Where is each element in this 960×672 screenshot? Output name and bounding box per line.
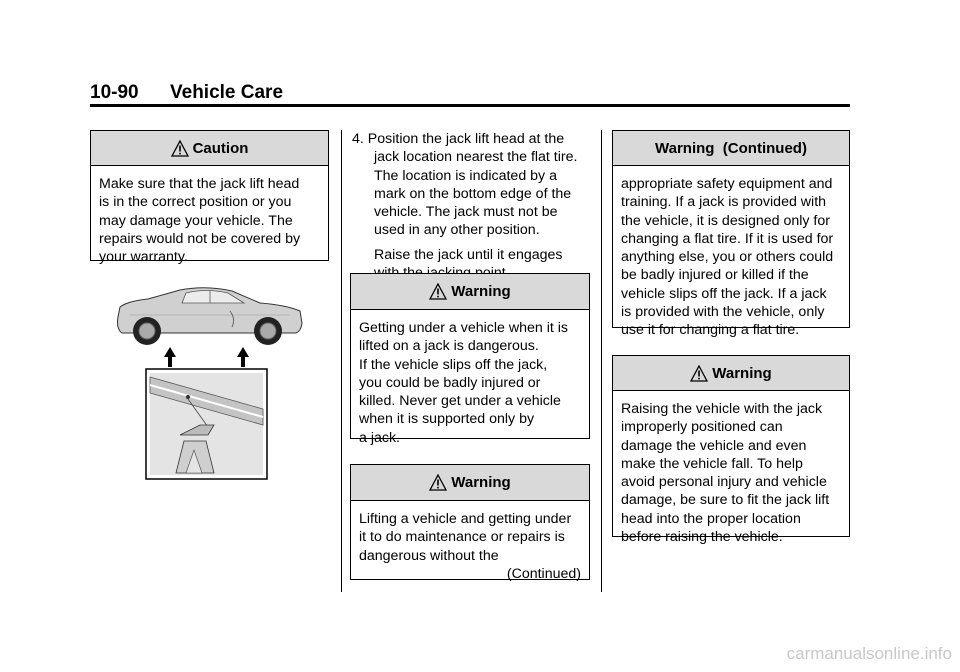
- jack-detail-inset: [145, 368, 268, 480]
- warning-triangle-icon: [429, 474, 448, 491]
- body-line: Getting under a vehicle when it is: [359, 320, 568, 336]
- column-divider-left: [341, 130, 342, 592]
- body-line: improperly positioned can: [621, 419, 783, 436]
- body-line: before raising the vehicle.: [621, 529, 783, 546]
- caution-box: Caution Make sure that the jack lift hea…: [90, 130, 329, 265]
- page-number: 10-90: [90, 82, 139, 103]
- continued-label: (Continued): [506, 565, 581, 582]
- warning-box: Warning Raising the vehicle with the jac…: [612, 355, 850, 545]
- body-line: make the vehicle fall. To help: [621, 455, 803, 472]
- body-line: avoid personal injury and vehicle: [621, 474, 827, 491]
- section-title: Vehicle Care: [170, 82, 284, 103]
- warning-box-header: Warning: [613, 356, 849, 391]
- body-line: dangerous without the: [359, 547, 499, 564]
- body-line: damage, be sure to fit the jack lift: [621, 492, 830, 509]
- body-line: changing a flat tire. If it is used for: [621, 230, 834, 247]
- warning-box-body: Lifting a vehicle and getting under it t…: [351, 501, 589, 589]
- body-line: appropriate safety equipment and: [621, 176, 833, 192]
- body-line: If the vehicle slips off the jack,: [359, 356, 548, 373]
- warning-continued-box: Warning (Continued) appropriate safety e…: [612, 130, 850, 338]
- body-line: head into the proper location: [621, 510, 801, 527]
- caution-box-header: Caution: [91, 131, 328, 166]
- body-line: damage the vehicle and even: [621, 437, 807, 454]
- column-divider-right: [601, 130, 602, 592]
- watermark: carmanualsonline.info: [786, 644, 952, 663]
- body-line: is in the correct position or you: [99, 194, 292, 211]
- body-line: is provided with the vehicle, only: [621, 304, 825, 321]
- caution-box-title: Caution: [192, 139, 249, 157]
- warning-triangle-icon: [429, 283, 448, 300]
- warning-box: Warning Lifting a vehicle and getting un…: [350, 464, 590, 582]
- body-line: repairs would not be covered by: [99, 230, 301, 247]
- header-rule: [90, 104, 850, 107]
- caution-box-body: Make sure that the jack lift head is in …: [91, 166, 328, 272]
- body-line: when it is supported only by: [359, 411, 535, 428]
- warning-box: Warning Getting under a vehicle when it …: [350, 273, 590, 446]
- jack-location-illustration: [117, 287, 303, 480]
- up-arrow-icon: [164, 347, 176, 367]
- warning-continued-body: appropriate safety equipment and trainin…: [613, 166, 849, 346]
- body-line: anything else, you or others could: [621, 249, 834, 266]
- body-line: Raising the vehicle with the jack: [621, 401, 823, 417]
- step-line: mark on the bottom edge of the: [374, 185, 572, 202]
- warning-triangle-icon: [170, 139, 189, 157]
- body-line: may damage your vehicle. The: [99, 212, 293, 229]
- warning-continued-title: Warning (Continued): [655, 139, 807, 157]
- step-line: The location is indicated by a: [374, 167, 557, 184]
- warning-box-body: Raising the vehicle with the jack improp…: [613, 391, 849, 552]
- body-line: killed. Never get under a vehicle: [359, 393, 561, 410]
- warning-box-header: Warning: [351, 274, 589, 310]
- page-header: 10-90 Vehicle Care: [90, 82, 850, 106]
- body-line: training. If a jack is provided with: [621, 194, 827, 211]
- body-line: be badly injured or killed if the: [621, 267, 809, 284]
- warning-box-title: Warning: [451, 474, 511, 491]
- body-line: lifted on a jack is dangerous.: [359, 338, 539, 355]
- body-line: vehicle slips off the jack. If a jack: [621, 285, 827, 302]
- body-line: you could be badly injured or: [359, 374, 541, 391]
- warning-box-title: Warning: [712, 364, 772, 382]
- up-arrow-icon: [237, 347, 249, 367]
- body-line: Lifting a vehicle and getting under: [359, 511, 572, 527]
- warning-triangle-icon: [690, 364, 709, 382]
- step-line: jack location nearest the flat tire.: [374, 149, 578, 166]
- warning-box-header: Warning: [351, 465, 589, 501]
- body-line: a jack.: [359, 429, 401, 446]
- car-side-view: [117, 287, 303, 345]
- body-line: use it for changing a flat tire.: [621, 322, 800, 339]
- step-line: Raise the jack until it engages: [374, 246, 563, 263]
- warning-box-body: Getting under a vehicle when it is lifte…: [351, 310, 589, 453]
- body-line: Make sure that the jack lift head: [99, 176, 300, 192]
- step-4: 4. Position the jack lift head at the ja…: [352, 130, 592, 282]
- step-line: vehicle. The jack must not be: [374, 204, 558, 221]
- step-line: 4. Position the jack lift head at the: [352, 131, 565, 147]
- body-line: the vehicle, it is designed only for: [621, 212, 830, 229]
- warning-box-title: Warning: [451, 283, 511, 300]
- warning-continued-header: Warning (Continued): [613, 131, 849, 166]
- step-line: used in any other position.: [374, 222, 540, 239]
- body-line: your warranty.: [99, 249, 188, 266]
- body-line: it to do maintenance or repairs is: [359, 529, 565, 546]
